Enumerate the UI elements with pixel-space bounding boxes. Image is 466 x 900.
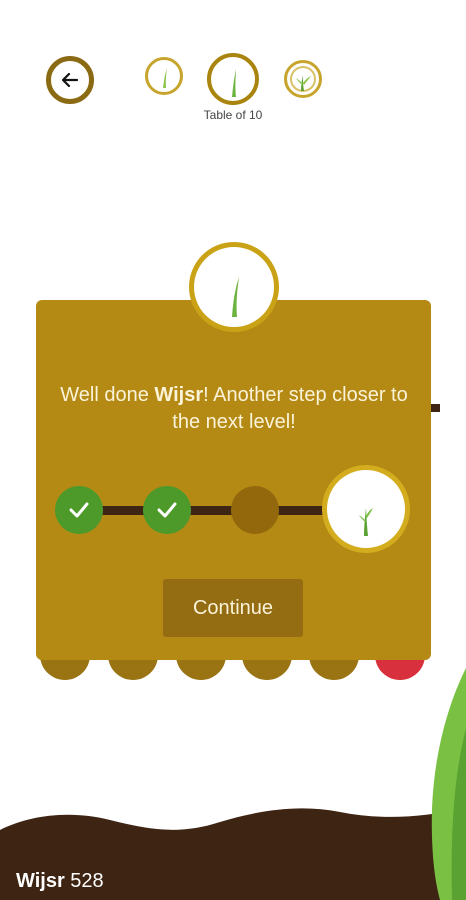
- sprout-icon: [163, 68, 167, 88]
- arrow-left-icon: [61, 72, 79, 88]
- step-pending: [231, 486, 279, 534]
- level-prev-circle[interactable]: [145, 57, 183, 95]
- sprout-icon: [359, 508, 373, 536]
- leaf-decoration: [431, 668, 466, 900]
- modal-badge: [189, 242, 279, 332]
- user-name: Wijsr: [154, 384, 204, 406]
- ground-soil: [0, 808, 466, 900]
- step-done: [55, 486, 103, 534]
- step-done: [143, 486, 191, 534]
- continue-button[interactable]: Continue: [163, 579, 303, 637]
- step-goal: [322, 465, 410, 553]
- score-value: 528: [70, 870, 104, 892]
- check-icon: [157, 502, 177, 518]
- level-current-circle[interactable]: [207, 53, 259, 105]
- modal-message: Well done Wijsr! Another step closer to …: [60, 384, 408, 433]
- sprout-icon: [232, 277, 239, 317]
- footer-user-name: Wijsr: [16, 870, 65, 892]
- sprout-icon: [296, 75, 311, 91]
- level-label: Table of 10: [203, 108, 263, 122]
- user-score: Wijsr 528: [16, 870, 104, 893]
- check-icon: [69, 502, 89, 518]
- back-button[interactable]: [46, 56, 94, 104]
- sprout-icon: [232, 69, 236, 97]
- progress-track: [78, 506, 378, 515]
- level-next-circle[interactable]: [284, 60, 322, 98]
- board-rail: [428, 404, 440, 412]
